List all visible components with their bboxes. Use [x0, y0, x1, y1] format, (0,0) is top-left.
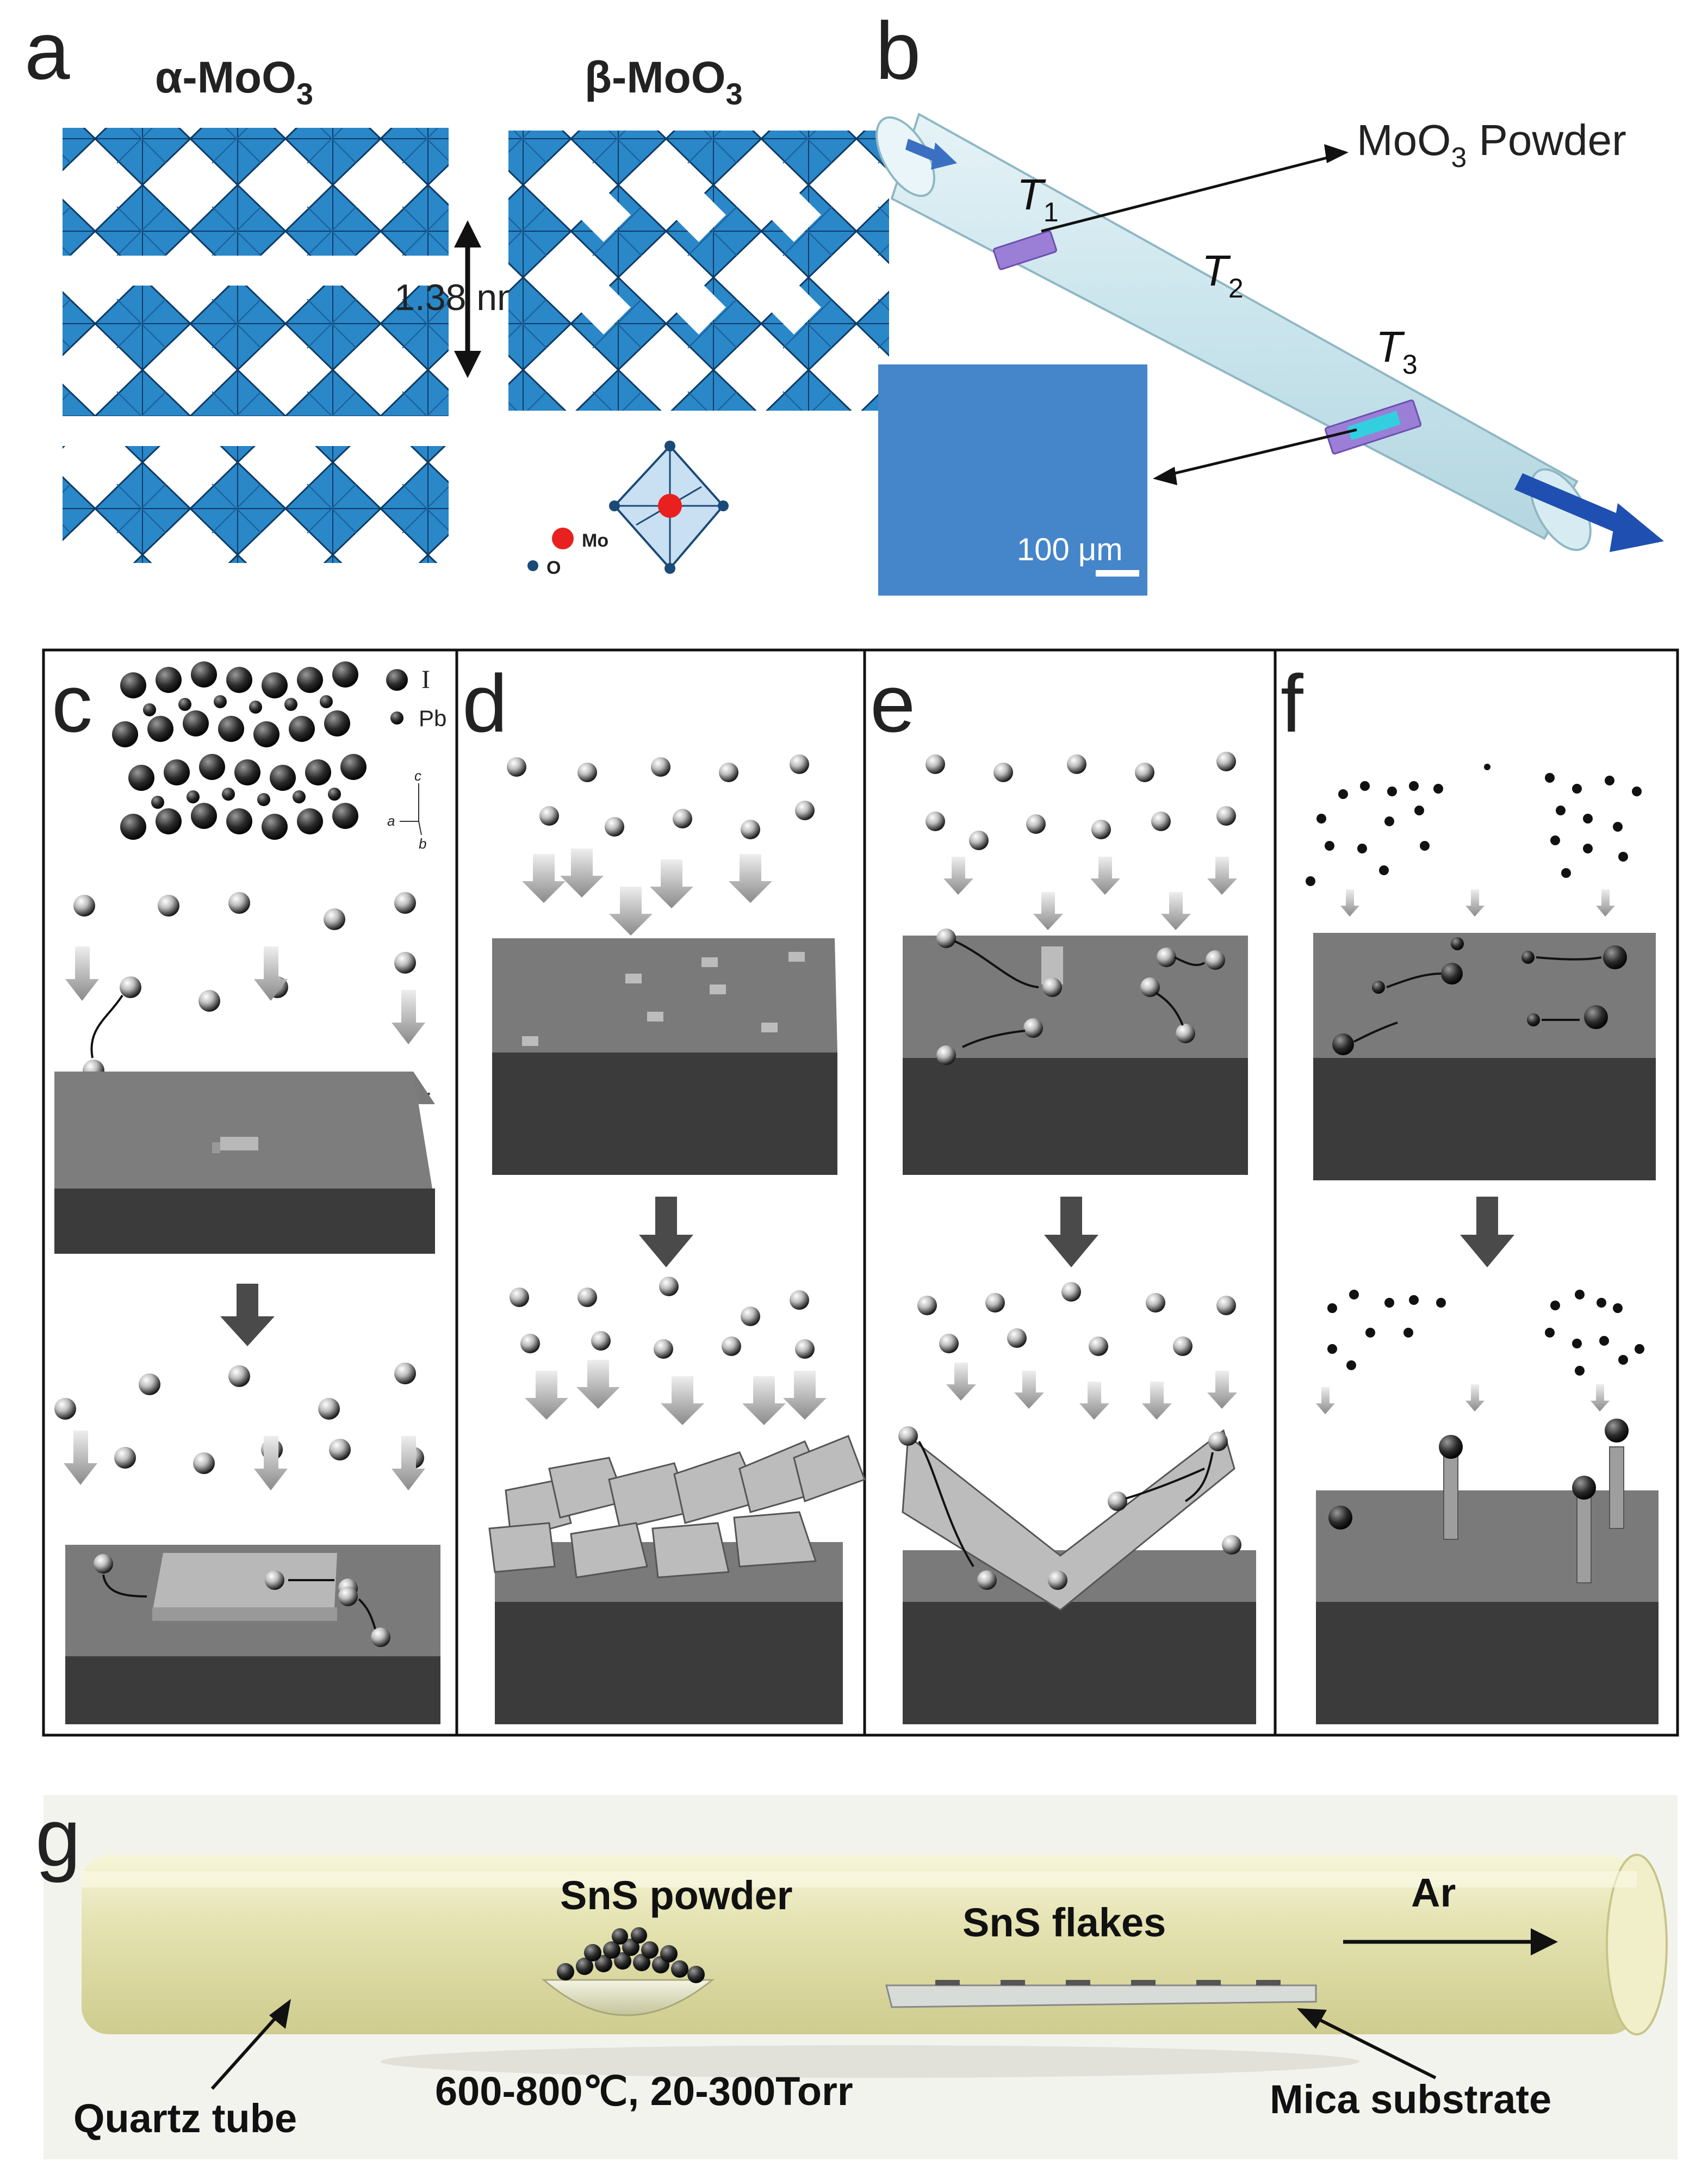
- nanowires-f: [1443, 1446, 1624, 1583]
- alpha-layer-1: [63, 128, 449, 256]
- moo3-powder-boat: [993, 230, 1057, 270]
- powder-callout-line: [1041, 153, 1338, 233]
- axis-c-label: c: [414, 767, 421, 784]
- gas-inlet-arrow: [905, 139, 941, 163]
- growth-conditions-label: 600-800℃, 20-300Torr: [435, 2069, 853, 2114]
- quartz-tube-pointer: [210, 2008, 284, 2090]
- substrate-e2-side: [903, 1602, 1256, 1724]
- substrate-f2-side: [1316, 1602, 1659, 1724]
- panel-g: g SnS powder SnS flakes Ar Quartz tube 6…: [35, 1792, 1678, 2159]
- panel-c: c I Pb c a b: [52, 658, 446, 1724]
- axis-a-label: a: [387, 813, 395, 829]
- beta-moo3-title: β-MoO3: [585, 53, 743, 111]
- temperature-zone-2: T2: [1202, 246, 1244, 304]
- temperature-zone-3: T3: [1376, 323, 1418, 380]
- argon-label: Ar: [1411, 1870, 1456, 1915]
- alpha-layer-2: [63, 286, 449, 416]
- alpha-moo3-title: α-MoO3: [155, 53, 313, 111]
- axis-b-label: b: [419, 835, 426, 852]
- substrate-c2-side: [65, 1656, 440, 1724]
- quartz-tube-label: Quartz tube: [73, 2096, 297, 2141]
- panel-f: f: [1281, 658, 1659, 1724]
- down-arrow-c: [220, 1284, 275, 1346]
- substrate-d1-side: [492, 1053, 837, 1175]
- panel-e: e: [870, 658, 1256, 1724]
- panel-label-d: d: [462, 658, 507, 749]
- panel-a: a α-MoO3 β-MoO3 1.38 nm: [24, 5, 889, 578]
- crystal-axis-indicator: [400, 783, 422, 835]
- beta-framework-holes: [576, 188, 821, 335]
- sns-powder-label: SnS powder: [560, 1873, 793, 1918]
- mica-substrate-label: Mica substrate: [1270, 2077, 1551, 2122]
- mica-substrate-pointer: [1309, 2014, 1437, 2079]
- o-legend-label: O: [546, 558, 561, 578]
- substrate-c1-side: [54, 1188, 435, 1254]
- scale-bar: [1096, 570, 1139, 577]
- down-arrow-e: [1044, 1197, 1098, 1267]
- lead-legend-atom: [390, 711, 403, 725]
- panel-b: b T1 T2 T3 MoO3 Powder 100 μm: [875, 5, 1664, 596]
- lead-legend-label: Pb: [419, 705, 446, 731]
- tube-shadow: [381, 2045, 1359, 2078]
- down-arrow-f: [1460, 1197, 1514, 1267]
- spacing-arrow-head-top: [454, 220, 481, 247]
- gas-outlet-arrow: [1514, 473, 1631, 536]
- optical-micrograph: [878, 364, 1147, 596]
- panel-label-e: e: [870, 658, 915, 749]
- temperature-zone-1: T1: [1017, 170, 1059, 227]
- scale-bar-label: 100 μm: [1017, 532, 1123, 567]
- iodine-legend-atom: [386, 669, 408, 691]
- pbi2-island: [152, 1553, 337, 1613]
- interlayer-spacing-label: 1.38 nm: [394, 277, 528, 318]
- pbi2-clusters-d: [488, 1435, 866, 1578]
- panel-label-a: a: [24, 5, 70, 96]
- panel-c-stage2: [54, 1363, 440, 1724]
- mo-legend-label: Mo: [582, 530, 608, 551]
- octahedron-legend: Mo O: [527, 441, 729, 578]
- panel-d: d: [462, 658, 866, 1724]
- panel-label-f: f: [1281, 658, 1303, 749]
- pbi2-crystal-structure: I Pb c a b: [112, 661, 446, 852]
- substrate-d2-side: [495, 1602, 843, 1724]
- micrograph-callout-line: [1163, 428, 1357, 478]
- spacing-arrow-head-bottom: [454, 351, 481, 378]
- panel-label-g: g: [35, 1792, 80, 1883]
- mo-atom-legend: [552, 528, 574, 549]
- pbi2-vertical-flakes: [902, 1429, 1235, 1611]
- panel-c-stage1: [54, 892, 435, 1254]
- panel-label-b: b: [875, 5, 921, 96]
- sns-flakes-label: SnS flakes: [962, 1900, 1166, 1945]
- substrate-f1-side: [1313, 1058, 1656, 1180]
- o-atom-legend: [527, 560, 538, 571]
- panel-label-c: c: [52, 658, 92, 749]
- mica-substrate: [885, 1980, 1317, 2008]
- sns-powder-pile: [557, 1927, 705, 1983]
- moo3-powder-label: MoO3 Powder: [1357, 116, 1626, 174]
- alpha-layer-3: [63, 446, 449, 563]
- iodine-legend-label: I: [421, 665, 430, 694]
- sns-powder-boat: [541, 1979, 715, 2016]
- substrate-e1-side: [903, 1058, 1248, 1175]
- growth-panels-frame: [42, 648, 1679, 1737]
- down-arrow-d: [639, 1197, 693, 1267]
- beta-framework: [508, 131, 889, 411]
